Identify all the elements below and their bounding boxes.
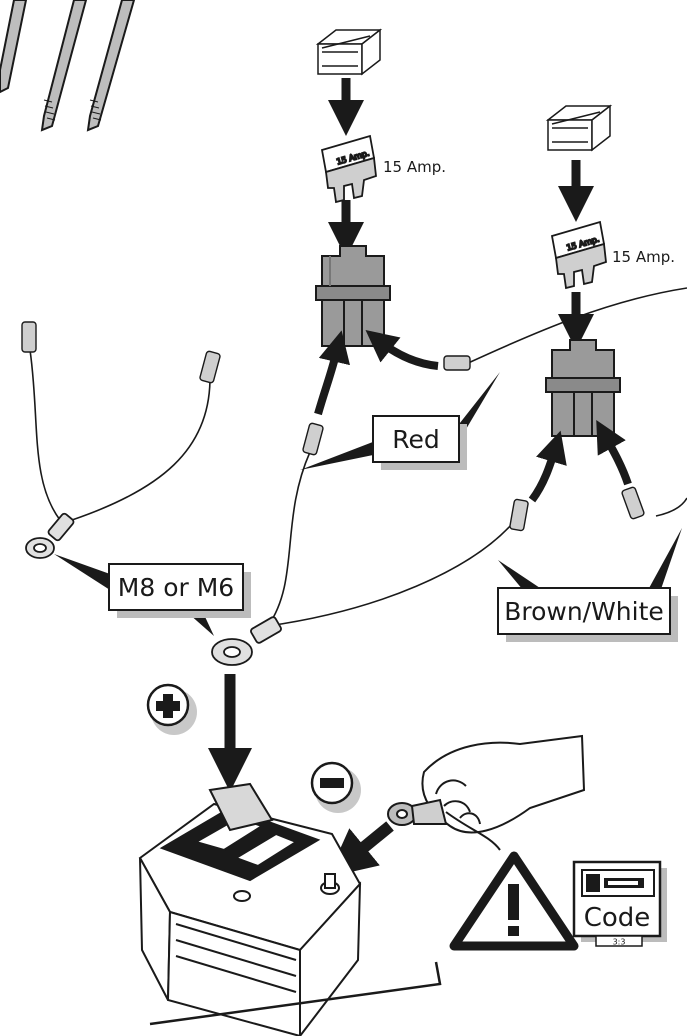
cable-ties	[0, 0, 136, 132]
code-card-label: Code	[584, 903, 651, 933]
minus-icon	[310, 761, 361, 813]
arrow-negative-to-terminal	[327, 821, 394, 878]
plus-icon	[146, 683, 197, 735]
fuse-cover-top	[315, 28, 383, 76]
fuse-holder-1	[315, 245, 391, 347]
blade-fuse-1: 15 Amp.	[320, 134, 377, 204]
blade-fuse-2: 15 Amp.	[550, 220, 607, 290]
code-card-page: 3:3	[613, 938, 626, 947]
warning-triangle-icon	[449, 851, 579, 951]
fuse-rating-label-1: 15 Amp.	[383, 158, 446, 176]
ring-terminals	[25, 512, 282, 666]
wires	[29, 287, 687, 627]
wire-red-label: Red	[392, 425, 440, 454]
fuse-rating-label-2: 15 Amp.	[612, 248, 675, 266]
fuse-cover-right	[545, 104, 613, 152]
wire-brown-white-label: Brown/White	[504, 597, 664, 626]
connection-arrows	[314, 330, 632, 503]
callout-terminal-size: M8 or M6	[54, 554, 251, 636]
terminal-size-label: M8 or M6	[118, 573, 234, 602]
hand-with-terminal	[387, 734, 586, 851]
callout-brown-white: Brown/White	[497, 528, 682, 642]
fuse-holder-2	[545, 339, 621, 437]
spade-connectors	[21, 321, 645, 532]
callout-red: Red	[300, 372, 500, 470]
battery	[138, 782, 442, 1036]
code-card-icon: Code 3:3	[572, 860, 667, 947]
